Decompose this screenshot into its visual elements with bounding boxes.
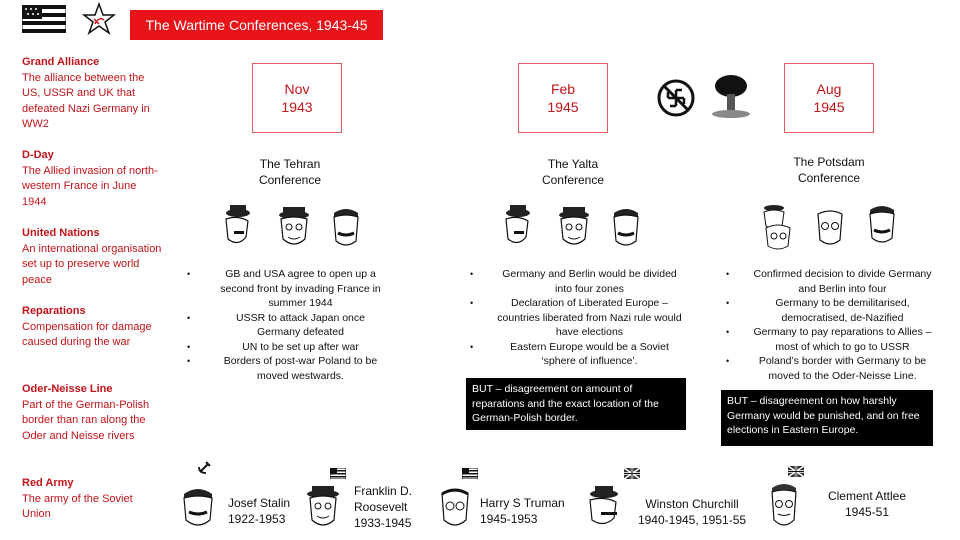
glossary-item: Red Army The army of the Soviet Union <box>22 476 162 523</box>
stalin-portrait-icon <box>613 209 639 246</box>
glossary-definition: The alliance between the US, USSR and UK… <box>22 71 150 131</box>
yalta-leaders-portraits <box>505 205 639 246</box>
leader-name: Harry S Truman <box>480 496 565 510</box>
churchill-portrait-icon <box>505 205 530 244</box>
leader-years: 1922-1953 <box>228 512 286 526</box>
page-title: The Wartime Conferences, 1943-45 <box>130 10 383 40</box>
conference-name: The Potsdam Conference <box>793 155 865 185</box>
leader-name: Winston Churchill <box>645 497 739 511</box>
stalin-portrait-icon <box>869 206 895 243</box>
date-box-potsdam: Aug 1945 <box>784 63 874 133</box>
potsdam-disagreement-text: BUT – disagreement on how harshly German… <box>727 395 920 436</box>
leader-years: 1940-1945, 1951-55 <box>637 513 747 527</box>
yalta-points: Germany and Berlin would be divided into… <box>470 267 682 369</box>
glossary-definition: The army of the Soviet Union <box>22 492 133 521</box>
yalta-disagreement-box: BUT – disagreement on amount of reparati… <box>466 378 686 430</box>
glossary-item: Reparations Compensation for damage caus… <box>22 304 162 351</box>
glossary-definition: Compensation for damage caused during th… <box>22 320 152 349</box>
glossary-term: Grand Alliance <box>22 56 100 68</box>
list-item: USSR to attack Japan once Germany defeat… <box>187 311 387 340</box>
glossary-term: Oder-Neisse Line <box>22 383 113 395</box>
leader-name: Franklin D. Roosevelt <box>354 484 413 514</box>
glossary-definition: The Allied invasion of north-western Fra… <box>22 164 158 208</box>
glossary-item: Oder-Neisse Line Part of the German-Poli… <box>22 382 162 444</box>
hammer-sickle-icon <box>196 458 214 476</box>
roosevelt-portrait-icon <box>279 207 309 245</box>
stalin-avatar <box>180 484 216 530</box>
glossary-item: D-Day The Allied invasion of north-weste… <box>22 148 162 210</box>
leader-stalin: Josef Stalin 1922-1953 <box>228 495 308 527</box>
glossary-item: Grand Alliance The alliance between the … <box>22 55 162 133</box>
scroll-frame-icon <box>202 151 378 193</box>
glossary-term: D-Day <box>22 149 54 161</box>
atomic-bomb-icon <box>710 72 752 120</box>
leader-name: Clement Attlee <box>827 489 907 503</box>
leader-attlee: Clement Attlee 1945-51 <box>812 488 922 520</box>
potsdam-conference-title: The Potsdam Conference <box>736 146 922 194</box>
list-item: Eastern Europe would be a Soviet ‘sphere… <box>470 340 682 369</box>
stalin-portrait-icon <box>333 209 359 246</box>
us-flag-small-icon <box>462 468 478 479</box>
potsdam-disagreement-box: BUT – disagreement on how harshly German… <box>721 390 933 446</box>
date-box-tehran: Nov 1943 <box>252 63 342 133</box>
leader-truman: Harry S Truman 1945-1953 <box>480 495 580 527</box>
tehran-conference-title: The Tehran Conference <box>197 148 383 196</box>
churchill-avatar <box>584 484 624 530</box>
list-item: Confirmed decision to divide Germany and… <box>726 267 932 296</box>
date-tehran: Nov 1943 <box>281 81 313 115</box>
leader-roosevelt: Franklin D. Roosevelt 1933-1945 <box>354 483 424 531</box>
list-item: GB and USA agree to open up a second fro… <box>187 267 387 311</box>
potsdam-leaders-portraits <box>763 205 895 250</box>
glossary-term: United Nations <box>22 227 100 239</box>
list-item: Declaration of Liberated Europe – countr… <box>470 296 682 340</box>
leader-name: Josef Stalin <box>228 496 291 510</box>
soviet-star-icon <box>82 2 116 36</box>
date-yalta: Feb 1945 <box>547 81 579 115</box>
us-flag-icon <box>22 5 66 33</box>
leader-years: 1945-1953 <box>480 512 538 526</box>
yalta-disagreement-text: BUT – disagreement on amount of reparati… <box>472 383 659 424</box>
conference-name: The Yalta Conference <box>541 157 605 187</box>
truman-avatar <box>438 484 472 530</box>
list-item: Germany and Berlin would be divided into… <box>470 267 682 296</box>
attlee-avatar <box>766 480 802 532</box>
uk-flag-small-icon <box>624 468 640 479</box>
leader-years: 1933-1945 <box>354 516 412 530</box>
glossary-item: United Nations An international organisa… <box>22 226 162 288</box>
list-item: Germany to pay reparations to Allies – m… <box>726 325 932 354</box>
attlee-portrait-icon <box>817 210 843 245</box>
glossary-term: Reparations <box>22 305 86 317</box>
tehran-points: GB and USA agree to open up a second fro… <box>187 267 387 383</box>
crossed-swastika-icon <box>656 78 696 118</box>
glossary-term: Red Army <box>22 477 74 489</box>
glossary-definition: Part of the German-Polish border than ra… <box>22 398 150 442</box>
uk-flag-small-icon <box>788 466 804 477</box>
us-flag-small-icon <box>330 468 346 479</box>
leader-churchill: Winston Churchill 1940-1945, 1951-55 <box>632 496 752 528</box>
list-item: UN to be set up after war <box>187 340 387 355</box>
yalta-conference-title: The Yalta Conference <box>480 148 666 196</box>
roosevelt-portrait-icon <box>559 207 589 245</box>
list-item: Germany to be demilitarised, democratise… <box>726 296 932 325</box>
roosevelt-avatar <box>304 484 342 530</box>
date-box-yalta: Feb 1945 <box>518 63 608 133</box>
list-item: Poland’s border with Germany to be moved… <box>726 354 932 383</box>
tehran-leaders-portraits <box>225 205 359 246</box>
churchill-portrait-icon <box>763 205 785 230</box>
list-item: Borders of post-war Poland to be moved w… <box>187 354 387 383</box>
glossary-definition: An international organisation set up to … <box>22 242 162 286</box>
leader-years: 1945-51 <box>844 505 890 519</box>
conference-name: The Tehran Conference <box>258 157 322 187</box>
churchill-portrait-icon <box>225 205 250 244</box>
date-potsdam: Aug 1945 <box>813 81 845 115</box>
truman-portrait-icon <box>765 224 791 250</box>
potsdam-points: Confirmed decision to divide Germany and… <box>726 267 932 383</box>
